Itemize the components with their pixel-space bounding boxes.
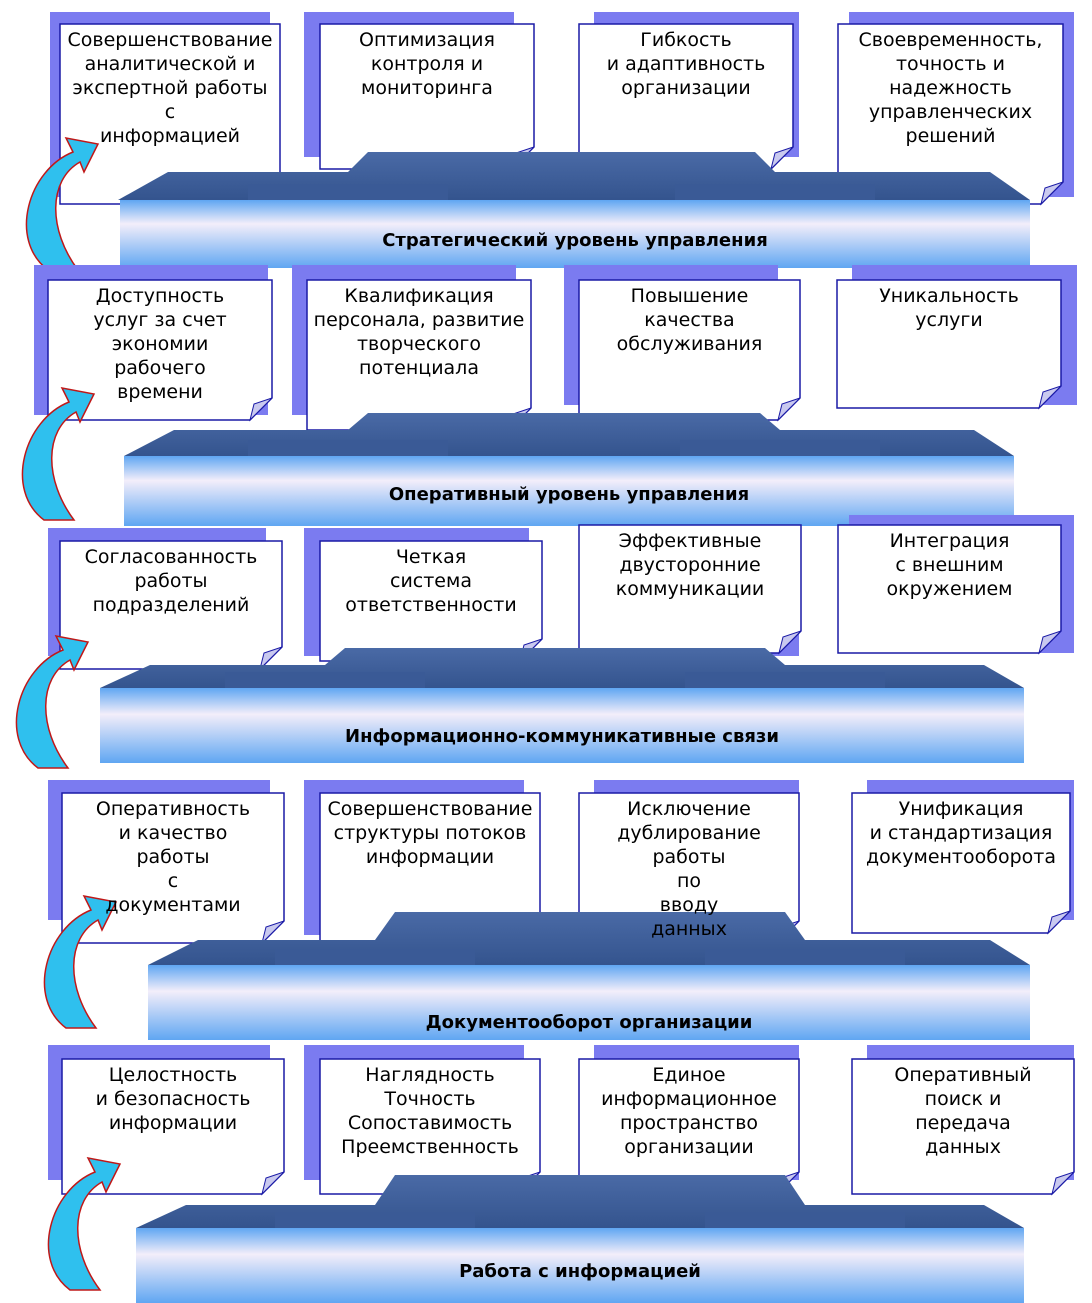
level-title: Работа с информацией <box>459 1261 701 1282</box>
card-text: Эффективные двусторонние коммуникации <box>615 530 765 600</box>
platform-step-right <box>675 184 875 200</box>
card-text: Целостность и безопасность информации <box>95 1064 251 1134</box>
level-band <box>120 200 1030 268</box>
level-2 <box>21 265 1077 526</box>
card-text: Квалификация персонала, развитие творчес… <box>313 285 525 379</box>
card-text: Совершенствование структуры потоков инфо… <box>327 798 533 868</box>
level-band <box>136 1228 1024 1303</box>
card-text: Повышение качества обслуживания <box>616 285 763 355</box>
card-text: Наглядность Точность Сопоставимость Прее… <box>341 1064 519 1158</box>
curved-arrow-icon <box>25 136 100 271</box>
platform-step-right <box>705 949 905 965</box>
platform-step-left <box>275 949 475 965</box>
card-fold <box>1038 385 1062 410</box>
level-band <box>124 456 1014 526</box>
curved-arrow-icon <box>15 634 90 769</box>
card-fold <box>1047 910 1071 935</box>
platform-step-right <box>680 440 880 456</box>
card-text: Единое информационное пространство орган… <box>601 1064 777 1158</box>
card-text: Согласованность работы подразделений <box>84 546 258 616</box>
card-text: Доступность услуг за счет экономии рабоч… <box>93 285 227 403</box>
card-text: Унификация и стандартизация документообо… <box>866 798 1056 868</box>
level-band <box>148 965 1030 1040</box>
card-text: Уникальность услуги <box>879 285 1019 331</box>
card-fold <box>261 920 285 945</box>
card-fold <box>1040 181 1064 206</box>
card-fold <box>770 146 794 171</box>
card-text: Оптимизация контроля и мониторинга <box>359 29 495 99</box>
level-band <box>100 688 1024 763</box>
curved-arrow-icon <box>43 894 118 1029</box>
card-fold <box>1051 1171 1075 1196</box>
platform-step-right <box>705 1212 905 1228</box>
platform-step-left <box>275 1212 475 1228</box>
card-fold <box>778 630 802 655</box>
curved-arrow-icon <box>47 1156 122 1291</box>
card-text: Совершенствование аналитической и экспер… <box>67 29 273 147</box>
level-1 <box>25 12 1074 271</box>
level-title: Стратегический уровень управления <box>382 230 768 251</box>
card-fold <box>249 397 273 422</box>
card-text: Оперативный поиск и передача данных <box>894 1064 1032 1158</box>
card-text: Оперативность и качество работы с докуме… <box>95 798 251 916</box>
card-text: Своевременность, точность и надежность у… <box>858 29 1043 147</box>
level-5 <box>47 1045 1075 1303</box>
level-4 <box>43 780 1074 1040</box>
card-text: Гибкость и адаптивность организации <box>606 29 766 99</box>
card-fold <box>261 1171 285 1196</box>
card-fold <box>1038 630 1062 655</box>
card-text: Четкая система ответственности <box>345 546 517 616</box>
level-title: Оперативный уровень управления <box>388 484 750 505</box>
level-title: Документооборот организации <box>425 1012 753 1033</box>
platform-step-left <box>248 184 448 200</box>
card-text: Исключение дублирование работы по вводу … <box>617 798 761 940</box>
level-title: Информационно-коммуникативные связи <box>345 726 779 747</box>
platform-step-right <box>685 672 885 688</box>
platform-step-left <box>225 672 425 688</box>
card-text: Интеграция с внешним окружением <box>886 530 1013 600</box>
platform-step-left <box>248 440 448 456</box>
level-3 <box>15 515 1074 769</box>
card-fold <box>777 397 801 422</box>
card-fold <box>259 646 283 671</box>
curved-arrow-icon <box>21 386 96 521</box>
